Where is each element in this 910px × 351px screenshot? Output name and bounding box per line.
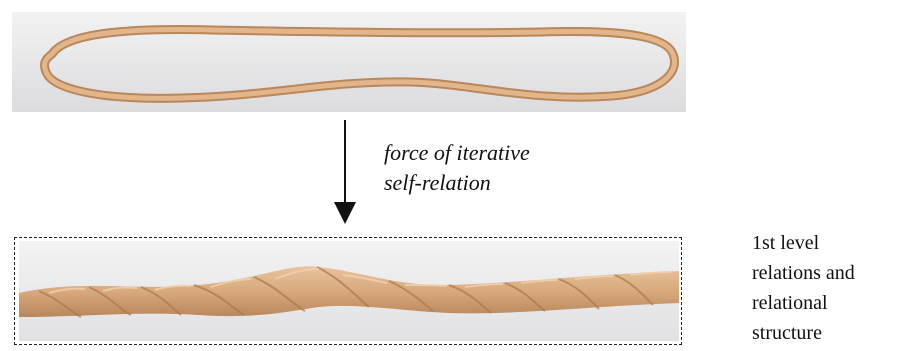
- rubber-band-loop-image: [12, 12, 686, 112]
- first-level-relations-label: 1st level relations and relational struc…: [752, 228, 910, 348]
- force-of-iterative-self-relation-label: force of iterative self-relation: [384, 138, 644, 198]
- level-label-line-4: structure: [752, 318, 910, 348]
- level-label-line-2: relations and: [752, 258, 910, 288]
- level-label-line-1: 1st level: [752, 228, 910, 258]
- level-label-line-3: relational: [752, 288, 910, 318]
- down-arrow-icon: [330, 120, 360, 225]
- force-label-line-1: force of iterative: [384, 138, 644, 168]
- twisted-rope-image: [19, 241, 679, 341]
- force-label-line-2: self-relation: [384, 168, 644, 198]
